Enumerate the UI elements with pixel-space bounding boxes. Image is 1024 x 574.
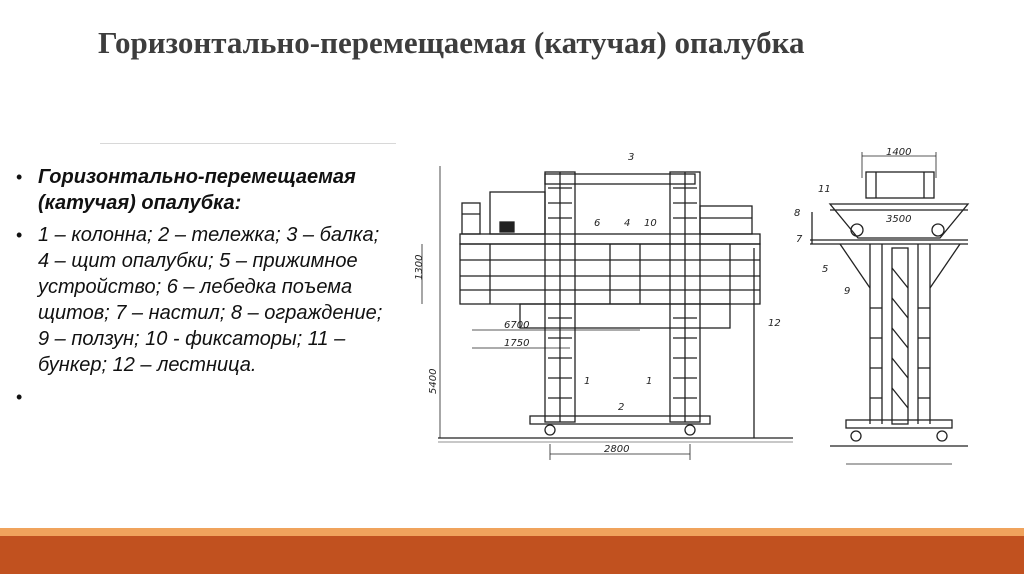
callout-1-right: 1 — [646, 376, 652, 387]
bullet-icon: • — [16, 387, 23, 407]
dim-1300-label: 1300 — [414, 255, 425, 280]
dim-3500-label: 3500 — [886, 214, 911, 225]
callout-6: 6 — [594, 218, 600, 229]
front-view — [421, 166, 793, 460]
side-view — [810, 152, 970, 465]
callout-1-left: 1 — [584, 376, 590, 387]
footer-band — [0, 536, 1024, 574]
dim-1400-label: 1400 — [886, 148, 911, 158]
bullet-item: • 1 – колонна; 2 – тележка; 3 – балка; 4… — [14, 222, 386, 378]
callout-4: 4 — [624, 218, 630, 229]
callout-7: 7 — [796, 234, 803, 245]
callout-9: 9 — [844, 286, 850, 297]
slide-title: Горизонтально-перемещаемая (катучая) опа… — [98, 25, 805, 60]
bullet-item: • Горизонтально-перемещаемая (катучая) о… — [14, 164, 386, 216]
title-divider — [100, 143, 396, 144]
bullet-text: 1 – колонна; 2 – тележка; 3 – балка; 4 –… — [38, 224, 383, 376]
formwork-drawing: 1300 5400 6700 1750 2800 3 6 4 10 12 1 1… — [414, 148, 970, 465]
callout-12: 12 — [768, 318, 781, 329]
callout-3: 3 — [628, 152, 634, 163]
callout-11: 11 — [818, 184, 831, 195]
callout-5: 5 — [822, 264, 828, 275]
dim-1750-label: 1750 — [504, 338, 529, 349]
dim-5400-label: 5400 — [428, 369, 439, 394]
callout-10: 10 — [644, 218, 657, 229]
bullet-list: • Горизонтально-перемещаемая (катучая) о… — [14, 164, 386, 407]
bullet-icon: • — [16, 167, 23, 187]
footer-accent-stripe — [0, 528, 1024, 536]
callout-2: 2 — [618, 402, 624, 413]
dim-6700-label: 6700 — [504, 320, 529, 331]
bullet-icon: • — [16, 225, 23, 245]
bullet-text: Горизонтально-перемещаемая (катучая) опа… — [38, 166, 356, 214]
callout-8: 8 — [794, 208, 800, 219]
dim-2800-label: 2800 — [604, 444, 629, 455]
